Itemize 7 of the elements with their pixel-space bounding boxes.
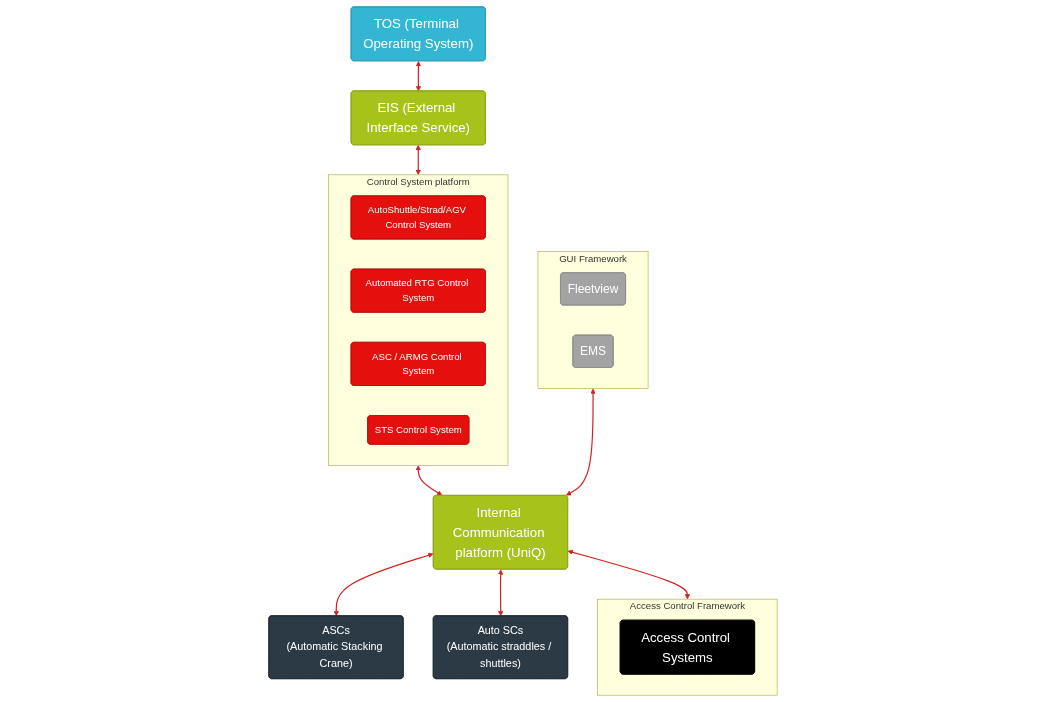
arrow [566,388,596,496]
arrow [498,569,504,617]
arrow [415,144,421,176]
arrow [415,465,443,496]
arrow [567,549,691,600]
arrow [333,552,434,617]
arrow [415,61,422,92]
